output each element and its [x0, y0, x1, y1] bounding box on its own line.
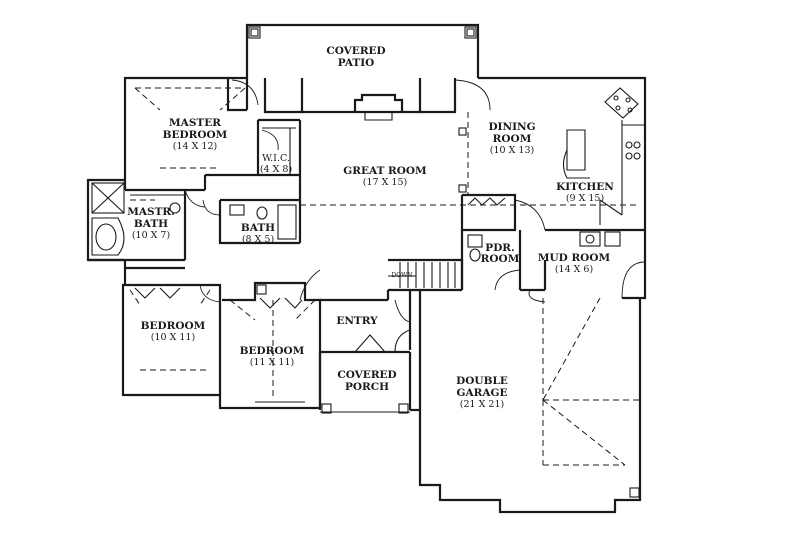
- walk-in-closet: [258, 118, 302, 243]
- master-bedroom: [125, 78, 260, 208]
- pdr-room-label-1: PDR.: [485, 242, 514, 254]
- mud-room: [520, 228, 646, 303]
- entry: [320, 290, 412, 354]
- dining-room-dims: (10 X 13): [490, 145, 534, 156]
- bedroom-left-dims: (10 X 11): [151, 332, 195, 343]
- kitchen: [562, 87, 645, 225]
- master-bath: [130, 190, 187, 260]
- master-bedroom-label-1: MASTER: [169, 117, 221, 129]
- covered-patio-label-1: COVERED: [326, 45, 385, 57]
- double-garage-label-1: DOUBLE: [456, 375, 508, 387]
- bedroom-left: [125, 283, 222, 395]
- entry-label: ENTRY: [336, 315, 378, 327]
- bath-label: BATH: [241, 222, 275, 234]
- bath-dims: (8 X 5): [242, 234, 274, 245]
- bedroom-left-label: BEDROOM: [141, 320, 206, 332]
- bedroom-middle-label: BEDROOM: [240, 345, 305, 357]
- wic-dims: (4 X 8): [260, 164, 292, 175]
- bedroom-middle-dims: (11 X 11): [250, 357, 294, 368]
- mud-room-dims: (14 X 6): [555, 264, 593, 275]
- stair: [388, 258, 464, 292]
- double-garage-label-2: GARAGE: [457, 387, 508, 399]
- mud-room-label: MUD ROOM: [538, 252, 611, 264]
- great-room-dims: (17 X 15): [363, 177, 407, 188]
- covered-patio: [245, 23, 480, 78]
- stair-down-label: DOWN: [391, 272, 412, 279]
- kitchen-dims: (9 X 15): [566, 193, 604, 204]
- great-room-label: GREAT ROOM: [343, 165, 427, 177]
- covered-porch-label-2: PORCH: [345, 381, 389, 393]
- double-garage-dims: (21 X 21): [460, 399, 504, 410]
- wic-label: W.I.C.: [262, 153, 290, 164]
- dining-room-label-1: DINING: [488, 121, 535, 133]
- master-bedroom-dims: (14 X 12): [173, 141, 217, 152]
- bedroom-middle: [222, 269, 322, 408]
- master-bath-label-1: MASTR.: [127, 206, 175, 218]
- covered-porch-label-1: COVERED: [337, 369, 396, 381]
- pdr-room-label-2: ROOM: [481, 253, 520, 265]
- room-labels: COVERED PATIO MASTER BEDROOM (14 X 12) W…: [127, 45, 614, 410]
- great-room: [300, 79, 640, 206]
- double-garage: [418, 290, 642, 514]
- bath: [202, 198, 300, 245]
- master-bath-label-2: BATH: [134, 218, 168, 230]
- master-bedroom-label-2: BEDROOM: [163, 129, 228, 141]
- kitchen-label: KITCHEN: [556, 181, 614, 193]
- master-bath-dims: (10 X 7): [132, 230, 170, 241]
- covered-patio-label-2: PATIO: [338, 57, 375, 69]
- dining-room-label-2: ROOM: [493, 133, 532, 145]
- covered-porch: [318, 352, 420, 414]
